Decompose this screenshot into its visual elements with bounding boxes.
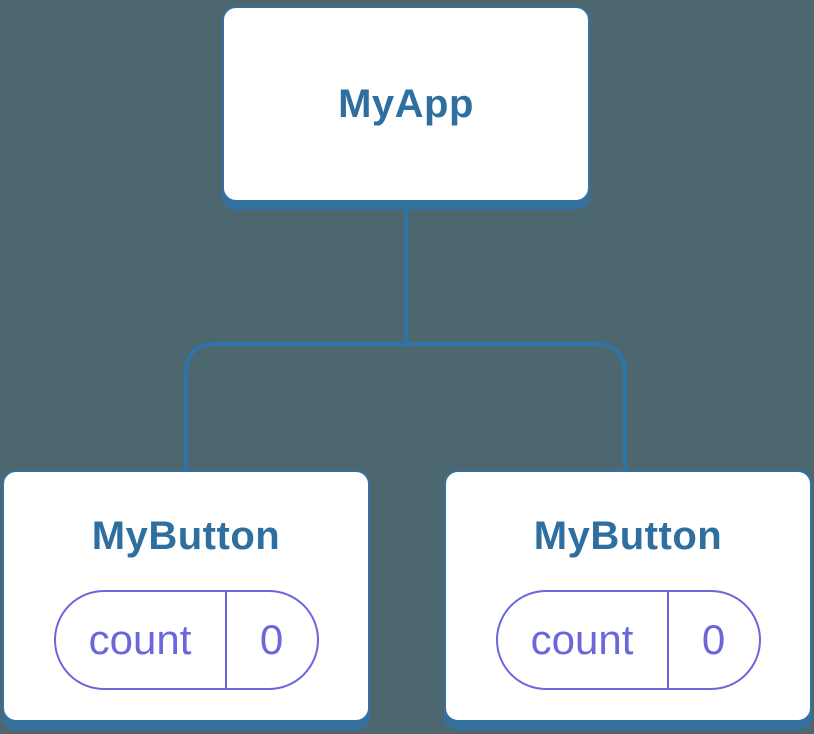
state-pill-left: count 0 [53, 590, 319, 690]
component-node-myapp: MyApp [222, 6, 590, 202]
component-label-mybutton-left: MyButton [91, 514, 281, 558]
state-name-cell-right: count [498, 592, 669, 688]
state-value-cell-right: 0 [669, 592, 759, 688]
component-node-mybutton-right: MyButton count 0 [444, 470, 812, 722]
state-value-right: 0 [701, 616, 726, 663]
component-label-mybutton-right: MyButton [533, 514, 723, 558]
state-pill-right: count 0 [495, 590, 761, 690]
connector-branches [184, 342, 627, 472]
component-node-mybutton-left: MyButton count 0 [2, 470, 370, 722]
state-value-left: 0 [259, 616, 284, 663]
state-value-cell-left: 0 [227, 592, 317, 688]
state-name-left: count [88, 616, 192, 663]
state-name-right: count [530, 616, 634, 663]
state-name-cell-left: count [56, 592, 227, 688]
component-label-myapp: MyApp [338, 82, 474, 126]
